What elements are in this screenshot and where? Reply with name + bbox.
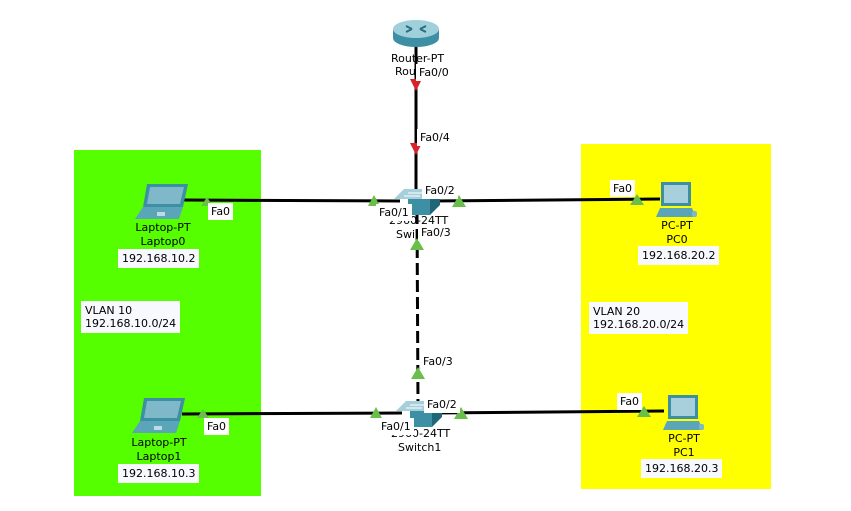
link-light-switch0-fa0-3 <box>410 238 424 250</box>
vlan20-note-title: VLAN 20 <box>593 305 641 318</box>
laptop1-model-label: Laptop-PT <box>131 436 187 449</box>
switch0-name-label: Swi <box>396 228 416 241</box>
laptop-icon[interactable] <box>132 397 186 435</box>
laptop1-name-label: Laptop1 <box>136 450 182 463</box>
port-label-laptop0-fa0: Fa0 <box>208 203 234 220</box>
vlan10-note-title: VLAN 10 <box>85 304 133 317</box>
link-light-switch0-fa0-2 <box>452 195 466 207</box>
port-label-router-fa0-0: Fa0/0 <box>416 64 452 81</box>
switch1-name-label: Switch1 <box>398 441 442 454</box>
link-light-switch1-fa0-3 <box>411 367 425 379</box>
vlan10-note: VLAN 10 192.168.10.0/24 <box>81 301 181 333</box>
pc0-ip-note: 192.168.20.2 <box>638 246 720 265</box>
router-name-label: Rou <box>395 65 416 78</box>
router-icon[interactable] <box>392 18 440 48</box>
port-label-laptop1-fa0: Fa0 <box>204 418 230 435</box>
pc-icon[interactable] <box>656 181 698 219</box>
pc1-ip-note: 192.168.20.3 <box>641 459 723 478</box>
pc1-name-label: PC1 <box>673 446 695 459</box>
laptop-icon[interactable] <box>135 183 189 221</box>
link-light-pc0-fa0 <box>630 194 644 205</box>
port-label-switch1-fa0-3: Fa0/3 <box>420 353 456 370</box>
pc0-name-label: PC0 <box>666 233 688 246</box>
cable-laptop0-switch0[interactable] <box>183 198 401 203</box>
pc-icon[interactable] <box>663 394 705 432</box>
laptop0-ip-note: 192.168.10.2 <box>118 249 200 268</box>
laptop0-name-label: Laptop0 <box>140 235 186 248</box>
port-label-switch1-fa0-1: Fa0/1 <box>378 418 414 435</box>
vlan20-note-subnet: 192.168.20.0/24 <box>593 318 685 331</box>
link-light-switch0-fa0-4 <box>410 143 422 155</box>
port-label-switch0-fa0-1: Fa0/1 <box>376 204 412 221</box>
cable-switch0-pc0[interactable] <box>429 197 661 203</box>
link-light-router-fa0-0 <box>410 79 422 91</box>
port-label-switch1-fa0-2: Fa0/2 <box>424 396 460 413</box>
laptop1-ip-note: 192.168.10.3 <box>118 464 200 483</box>
link-light-switch1-fa0-2 <box>454 407 468 419</box>
vlan20-note: VLAN 20 192.168.20.0/24 <box>589 302 689 334</box>
port-label-pc0-fa0: Fa0 <box>610 180 636 197</box>
laptop0-model-label: Laptop-PT <box>135 221 191 234</box>
port-label-pc1-fa0: Fa0 <box>617 393 643 410</box>
vlan10-note-subnet: 192.168.10.0/24 <box>85 317 177 330</box>
router-model-label: Router-PT <box>391 52 445 65</box>
pc1-model-label: PC-PT <box>668 432 700 445</box>
cable-laptop1-switch1[interactable] <box>181 411 403 416</box>
port-label-switch0-fa0-4: Fa0/4 <box>417 129 453 146</box>
link-light-laptop1-fa0 <box>197 409 209 418</box>
link-light-switch1-fa0-1 <box>370 407 382 418</box>
cable-switch1-pc1[interactable] <box>431 409 665 415</box>
pc0-model-label: PC-PT <box>661 219 693 232</box>
link-light-pc1-fa0 <box>637 406 651 417</box>
port-label-switch0-fa0-3: Fa0/3 <box>418 224 454 241</box>
port-label-switch0-fa0-2: Fa0/2 <box>422 182 458 199</box>
link-light-switch0-fa0-1 <box>368 195 380 206</box>
